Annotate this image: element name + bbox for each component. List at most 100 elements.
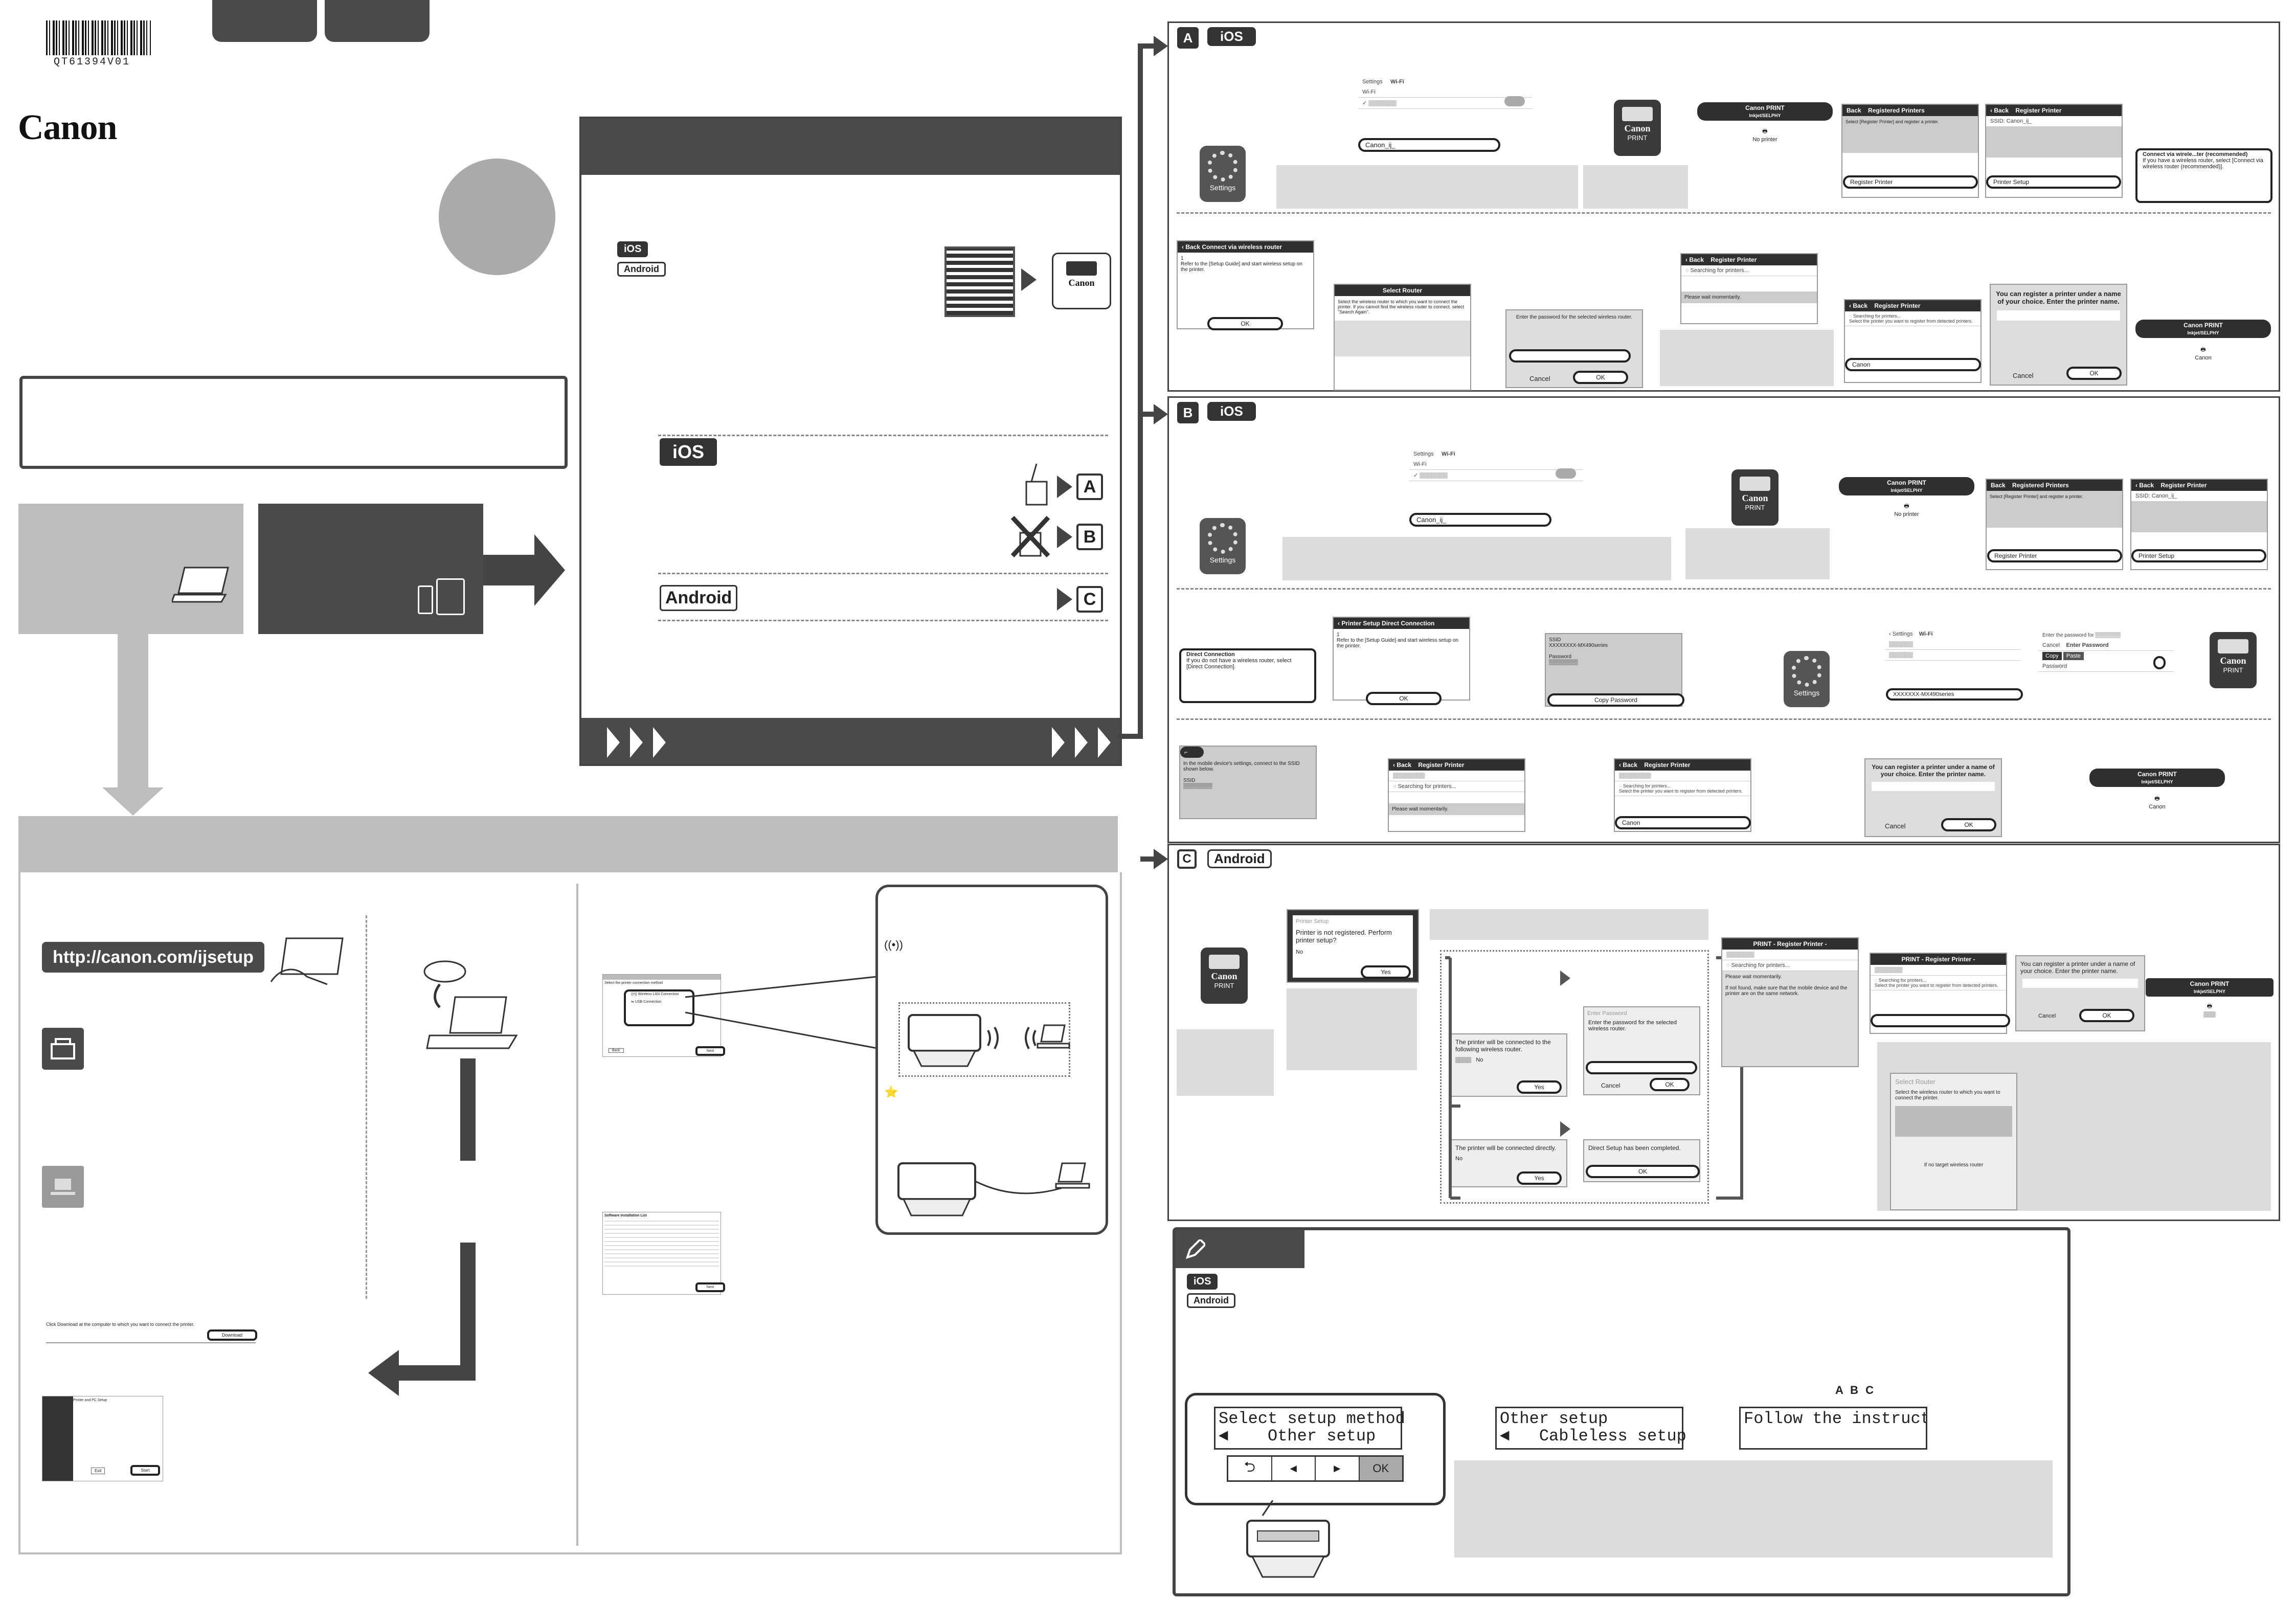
detected-printer-item[interactable]: Canon bbox=[1845, 358, 1981, 371]
disc-insert-illustration bbox=[423, 960, 518, 1049]
android-select-router-screen: Select Router Select the wireless router… bbox=[1890, 1073, 2017, 1210]
printer-setup-button[interactable]: Printer Setup bbox=[2131, 549, 2266, 562]
mobile-panel-header bbox=[581, 119, 1120, 175]
setup-exit-button[interactable]: Exit bbox=[91, 1468, 105, 1474]
password-input[interactable] bbox=[1509, 349, 1631, 363]
wireless-printer-illustration bbox=[908, 1014, 1070, 1067]
canon-network-item[interactable]: Canon_ij_ bbox=[1409, 513, 1551, 527]
enter-password-screen: Enter the password for ▒▒▒▒▒▒▒ Cancel En… bbox=[2038, 630, 2174, 702]
name-cancel-button[interactable]: Cancel bbox=[1885, 822, 1906, 830]
smartphone-option-box[interactable] bbox=[258, 504, 483, 634]
password-ok-button[interactable]: OK bbox=[1650, 1078, 1690, 1091]
canon-network-item[interactable]: Canon_ij_ bbox=[1358, 138, 1500, 152]
name-ok-button[interactable]: OK bbox=[1941, 818, 1996, 831]
connect-via-router-option[interactable]: Connect via wirele...ter (recommended)If… bbox=[2135, 148, 2272, 203]
barcode-code: QT61394V01 bbox=[54, 56, 131, 68]
printer-setup-dialog: Printer Setup Printer is not registered.… bbox=[1287, 909, 1419, 983]
connection-back-button[interactable]: Back bbox=[609, 1048, 624, 1053]
section-C-note-3 bbox=[1430, 909, 1708, 940]
qr-code bbox=[944, 246, 1015, 317]
right-button[interactable]: ► bbox=[1316, 1457, 1360, 1480]
canon-print-app-icon[interactable]: Canon bbox=[1052, 253, 1111, 309]
lcd-screen-1: Select setup method ◄ Other setup bbox=[1214, 1407, 1405, 1450]
password-cancel-button[interactable]: Cancel bbox=[1529, 375, 1550, 382]
printer-control-buttons: ⮌ ◄ ► OK bbox=[1227, 1455, 1404, 1482]
setup-yes-button[interactable]: Yes bbox=[1361, 965, 1411, 979]
laptop-icon bbox=[170, 565, 233, 606]
direct-ok-button[interactable]: OK bbox=[1366, 692, 1442, 705]
password-input[interactable] bbox=[1586, 1061, 1697, 1074]
section-A-divider bbox=[1177, 212, 2271, 214]
section-B-divider-1 bbox=[1177, 588, 2271, 590]
pc-panel-header bbox=[18, 816, 1118, 872]
usb-icon: ⭐ bbox=[884, 1086, 898, 1098]
direct-done-ok-button[interactable]: OK bbox=[1586, 1165, 1700, 1178]
letter-A: A bbox=[1076, 473, 1103, 500]
note-ios-badge: iOS bbox=[1187, 1274, 1218, 1290]
section-A-note-3 bbox=[1660, 330, 1834, 386]
note-header bbox=[1176, 1230, 1304, 1268]
register-printer-button[interactable]: Register Printer bbox=[1843, 175, 1978, 189]
settings-app-icon[interactable]: Settings bbox=[1200, 146, 1246, 202]
mobile-panel-footer bbox=[581, 718, 1120, 764]
name-ok-button[interactable]: OK bbox=[2066, 367, 2122, 380]
back-button[interactable]: ⮌ bbox=[1228, 1457, 1272, 1480]
chevrons-right bbox=[1052, 727, 1111, 758]
install-next-button[interactable]: Next bbox=[695, 1282, 725, 1292]
settings-app-icon-2[interactable]: Settings bbox=[1784, 651, 1830, 707]
android-detected-printer[interactable] bbox=[1871, 1014, 2010, 1027]
register-name-dialog: You can register a printer under a name … bbox=[1990, 284, 2127, 386]
password-cancel-button[interactable]: Cancel bbox=[1601, 1082, 1620, 1089]
direct-yes-button[interactable]: Yes bbox=[1517, 1171, 1562, 1185]
section-A-note-2 bbox=[1583, 165, 1688, 209]
tablet-icon bbox=[436, 578, 465, 615]
laptop-small-icon bbox=[42, 1166, 84, 1208]
password-field-target[interactable] bbox=[2153, 656, 2166, 669]
left-button[interactable]: ◄ bbox=[1272, 1457, 1316, 1480]
printer-box-icon bbox=[42, 1028, 84, 1070]
password-ok-button[interactable]: OK bbox=[1573, 371, 1628, 384]
android-name-cancel[interactable]: Cancel bbox=[2038, 1013, 2056, 1019]
divider-1 bbox=[658, 435, 1108, 436]
pc-panel-dashed-separator bbox=[366, 915, 367, 1299]
download-button[interactable]: Download bbox=[207, 1329, 257, 1341]
settings-app-icon[interactable]: Settings bbox=[1200, 518, 1246, 574]
pc-option-box[interactable] bbox=[18, 504, 243, 634]
detected-printer-item[interactable]: Canon bbox=[1615, 816, 1751, 829]
note-text-box bbox=[1454, 1460, 2053, 1558]
printer-setup-button[interactable]: Printer Setup bbox=[1986, 175, 2121, 189]
android-name-ok[interactable]: OK bbox=[2079, 1009, 2134, 1022]
connector-to-sections bbox=[1118, 36, 1168, 869]
mx490-network-item[interactable]: XXXXXXX-MX490series bbox=[1886, 688, 2023, 701]
copy-password-button[interactable]: Copy Password bbox=[1547, 693, 1684, 707]
section-C-platform: Android bbox=[1207, 849, 1272, 868]
note-android-badge: Android bbox=[1187, 1293, 1235, 1308]
section-B-divider-2 bbox=[1177, 718, 2271, 720]
section-B-note-2 bbox=[1685, 528, 1830, 579]
connection-next-button[interactable]: Next bbox=[695, 1046, 725, 1056]
url-button[interactable]: http://canon.com/ijsetup bbox=[42, 942, 264, 973]
letter-B: B bbox=[1076, 524, 1103, 550]
setup-start-button[interactable]: Start bbox=[130, 1465, 160, 1476]
section-A-platform: iOS bbox=[1207, 27, 1256, 46]
name-cancel-button[interactable]: Cancel bbox=[2013, 372, 2034, 379]
arrow-qr-to-app bbox=[1021, 268, 1037, 291]
register-printer-button[interactable]: Register Printer bbox=[1987, 549, 2122, 562]
wireless-lan-option[interactable]: ((•)) Wireless LAN Connection⇋ USB Conne… bbox=[624, 989, 694, 1026]
router-yes-button[interactable]: Yes bbox=[1517, 1080, 1562, 1094]
router-ok-button[interactable]: OK bbox=[1207, 317, 1283, 330]
install-list-window: Software Installation List bbox=[602, 1212, 721, 1295]
searching-printers-screen: ‹ Back Register Printer ◌ Searching for … bbox=[1680, 253, 1818, 324]
ok-button[interactable]: OK bbox=[1359, 1457, 1402, 1480]
